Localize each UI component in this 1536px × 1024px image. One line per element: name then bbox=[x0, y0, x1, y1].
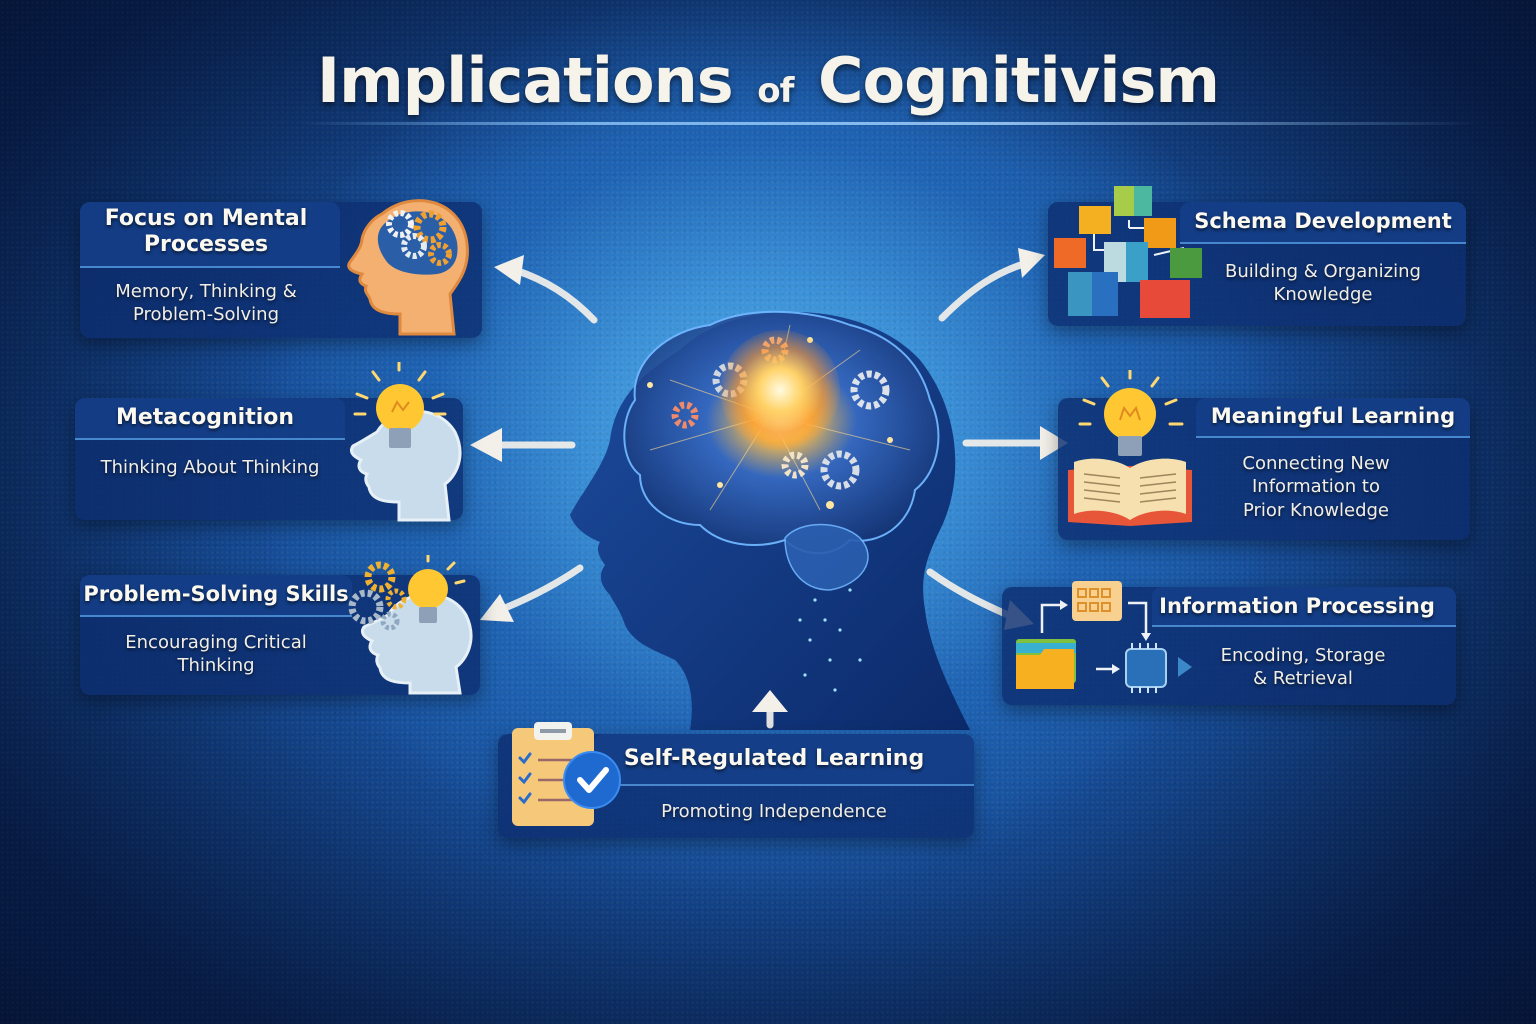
card-title: Schema Development bbox=[1194, 209, 1452, 233]
card-header bbox=[80, 575, 352, 617]
card-schema-development: Schema Development Building & Organizing… bbox=[1048, 186, 1466, 326]
card-subtitle: Encoding, Storage & Retrieval bbox=[1220, 645, 1386, 690]
card-subtitle: Thinking About Thinking bbox=[100, 457, 320, 478]
card-self-regulated-learning: Self-Regulated Learning Promoting Indepe… bbox=[498, 722, 974, 838]
head-with-gears-icon bbox=[347, 199, 469, 336]
card-title: Meaningful Learning bbox=[1210, 404, 1456, 428]
card-focus-on-mental-processes: Focus on Mental Processes Memory, Thinki… bbox=[80, 199, 482, 338]
title-part-3: Cognitivism bbox=[818, 44, 1220, 117]
card-title: Metacognition bbox=[115, 405, 295, 430]
card-header bbox=[75, 398, 345, 440]
card-header bbox=[80, 202, 340, 268]
head-with-gears-and-lightbulb-icon bbox=[348, 555, 473, 695]
brain-center-glow bbox=[720, 330, 840, 450]
title-part-1: Implications bbox=[317, 44, 734, 117]
arrow-to-mental-processes bbox=[511, 266, 598, 324]
arrow-to-problem-solving bbox=[496, 564, 584, 614]
card-subtitle: Building & Organizing Knowledge bbox=[1225, 261, 1421, 306]
head-with-lightbulb-icon bbox=[349, 362, 462, 522]
arrow-to-schema bbox=[938, 258, 1034, 322]
card-title: Focus on Mental Processes bbox=[104, 206, 308, 258]
folder-to-chip-flow-icon bbox=[1016, 581, 1192, 693]
card-subtitle: Promoting Independence bbox=[661, 801, 887, 822]
title-part-2: of bbox=[757, 71, 794, 111]
title-divider bbox=[300, 122, 1480, 125]
card-meaningful-learning: Meaningful Learning Connecting New Infor… bbox=[1058, 370, 1470, 540]
card-title: Information Processing bbox=[1159, 594, 1435, 618]
card-title: Problem-Solving Skills bbox=[83, 582, 349, 606]
card-header bbox=[1152, 587, 1456, 627]
card-subtitle: Connecting New Information to Prior Know… bbox=[1242, 453, 1390, 521]
card-header bbox=[1196, 398, 1470, 438]
page-title: Implications of Cognitivism bbox=[0, 44, 1536, 117]
card-subtitle: Encouraging Critical Thinking bbox=[125, 632, 307, 677]
card-header bbox=[594, 734, 974, 786]
lightbulb-over-open-book-icon bbox=[1068, 370, 1192, 526]
connected-cubes-icon bbox=[1054, 186, 1202, 318]
card-metacognition: Metacognition Thinking About Thinking bbox=[75, 362, 463, 522]
card-title: Self-Regulated Learning bbox=[623, 746, 925, 771]
card-header bbox=[1180, 202, 1466, 244]
card-problem-solving-skills: Problem-Solving Skills Encouraging Criti… bbox=[80, 555, 480, 695]
clipboard-checklist-icon bbox=[512, 722, 621, 826]
card-subtitle: Memory, Thinking & Problem-Solving bbox=[115, 281, 297, 326]
card-information-processing: Information Processing Encoding, Storage… bbox=[1002, 581, 1456, 705]
